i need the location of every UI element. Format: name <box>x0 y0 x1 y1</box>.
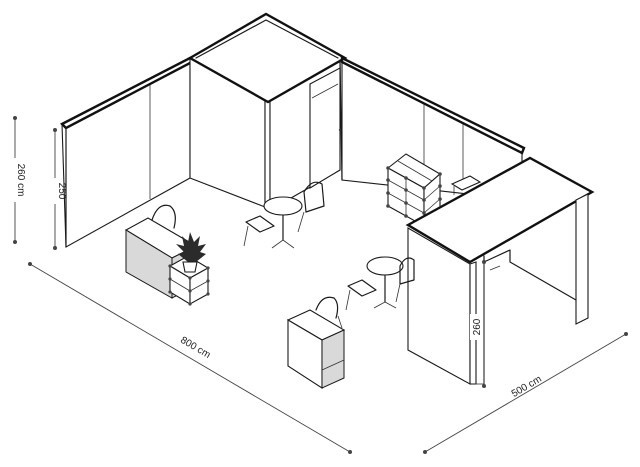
left-wall <box>59 56 194 248</box>
dimension-counter-height: 260 <box>470 260 486 388</box>
dimension-height-outer: 260 cm <box>8 116 26 244</box>
label-counter-height: 260 <box>472 318 483 335</box>
door <box>309 67 342 189</box>
back-right-wall <box>339 56 526 201</box>
label-height-inner: 250 <box>56 183 67 200</box>
chair-1 <box>297 181 325 233</box>
chair-4 <box>345 279 377 311</box>
potted-plant <box>176 232 206 273</box>
bar-counter <box>405 156 595 385</box>
chair-3 <box>395 257 415 303</box>
front-cabinet <box>286 309 346 390</box>
dimension-height-inner: 250 <box>49 128 67 250</box>
chair-2 <box>243 215 275 247</box>
chair-front <box>315 296 343 329</box>
plant-shelf <box>168 255 210 306</box>
label-width: 500 cm <box>510 374 544 400</box>
bistro-table-2 <box>366 256 404 309</box>
chair-left <box>151 204 176 229</box>
bistro-table-1 <box>263 196 303 249</box>
label-height-outer: 260 cm <box>15 164 26 197</box>
back-side-table <box>450 175 482 195</box>
label-length: 800 cm <box>178 335 212 361</box>
